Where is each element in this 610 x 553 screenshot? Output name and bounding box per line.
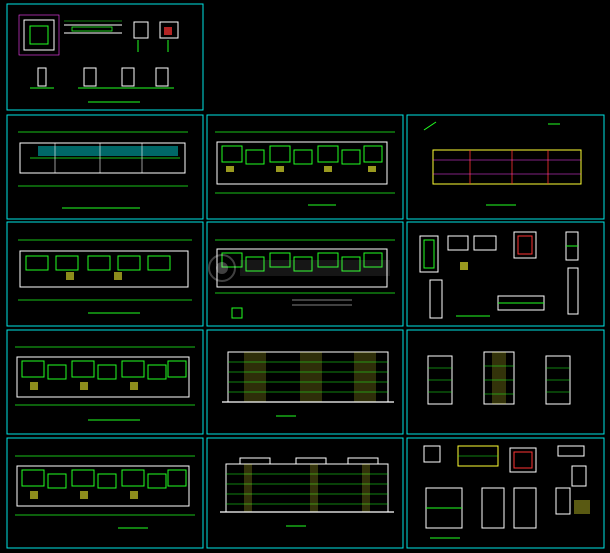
sheet-detail-top-left <box>6 3 204 111</box>
sheet-plan-1 <box>6 114 204 220</box>
sheet-section-details <box>406 437 605 549</box>
sheet-roof-plan <box>406 114 605 220</box>
sheet-rear-elevation <box>206 437 404 549</box>
watermark-logo-icon <box>208 254 390 282</box>
sheet-plan-6 <box>6 437 204 549</box>
sheet-plan-4 <box>206 221 404 327</box>
sheet-stair-details <box>406 221 605 327</box>
sheet-plan-2 <box>206 114 404 220</box>
sheet-plan-5 <box>6 329 204 435</box>
sheet-front-elevation <box>206 329 404 435</box>
sheet-side-elevations <box>406 329 605 435</box>
sheet-plan-3 <box>6 221 204 327</box>
